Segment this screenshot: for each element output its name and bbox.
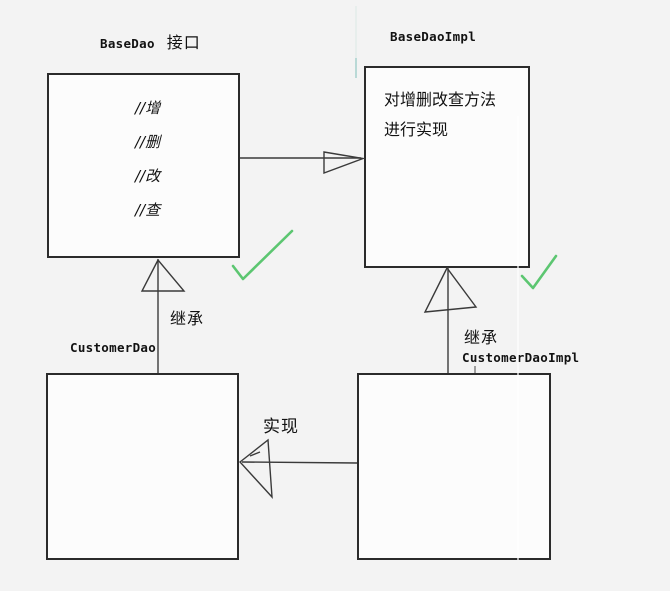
basedao-title-text: BaseDao <box>100 36 155 51</box>
basedaoimpl-note-line1: 对增删改查方法 <box>384 90 497 109</box>
hollow-arrowhead-up <box>423 266 478 313</box>
basedao-comment-update: //改 <box>135 167 161 185</box>
customerdao-title-text: CustomerDao <box>70 340 157 355</box>
basedao-title: BaseDao 接口 <box>100 29 201 53</box>
customerdaoimpl-title: CustomerDaoImpl <box>462 350 579 365</box>
inherit-right-edge-label: 继承 <box>464 328 499 347</box>
basedaoimpl-title: BaseDaoImpl <box>390 29 476 44</box>
basedao-box: //增 //删 //改 //查 <box>47 73 240 258</box>
inherit-left-edge-label: 继承 <box>170 309 205 328</box>
customerdao-box <box>46 373 239 560</box>
basedao-title-suffix: 接口 <box>166 33 201 52</box>
realize-bottom-edge-label: 实现 <box>263 417 299 437</box>
realize-arrow-top <box>240 151 366 175</box>
basedaoimpl-box: 对增删改查方法 进行实现 <box>364 66 530 268</box>
hollow-arrowhead-left <box>238 438 273 499</box>
hollow-arrowhead-up <box>140 258 186 292</box>
hollow-arrowhead-right <box>323 151 366 175</box>
customerdaoimpl-box <box>357 373 551 560</box>
customerdaoimpl-title-text: CustomerDaoImpl <box>462 350 580 365</box>
basedaoimpl-note-line2: 进行实现 <box>384 120 449 139</box>
basedaoimpl-title-text: BaseDaoImpl <box>390 29 477 44</box>
basedao-comment-add: //增 <box>135 99 161 117</box>
basedao-comment-query: //查 <box>135 201 161 219</box>
basedao-comment-delete: //删 <box>135 133 161 151</box>
realize-arrow-bottom <box>238 438 358 499</box>
customerdao-title: CustomerDao <box>70 340 156 355</box>
checkmark-icon <box>231 229 294 281</box>
